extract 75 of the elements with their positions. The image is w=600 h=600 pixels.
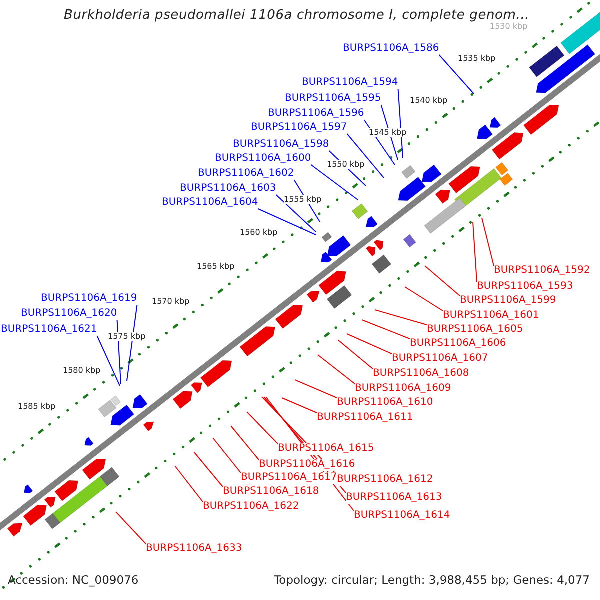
scale-label: 1585 kbp <box>18 402 56 411</box>
gene-label: BURPS1106A_1602 <box>198 168 294 180</box>
leader-line <box>482 218 494 266</box>
gene-label: BURPS1106A_1611 <box>317 412 414 424</box>
gene-label: BURPS1106A_1597 <box>251 122 348 134</box>
scale-label: 1530 kbp <box>490 22 528 31</box>
scale-label: 1565 kbp <box>197 262 235 271</box>
gene-label: BURPS1106A_1606 <box>410 338 506 350</box>
leader-line <box>116 320 122 384</box>
leader-line <box>116 512 146 544</box>
leader-line <box>318 354 356 384</box>
leader-line <box>246 412 278 444</box>
leader-line <box>346 334 392 354</box>
gene-label: BURPS1106A_1619 <box>41 293 138 305</box>
gene-label: BURPS1106A_1633 <box>146 543 242 555</box>
leader-line <box>212 438 242 474</box>
scale-label: 1545 kbp <box>369 128 407 137</box>
scale-label: 1550 kbp <box>327 160 365 169</box>
leader-line <box>230 426 260 460</box>
gene-label: BURPS1106A_1603 <box>180 183 276 195</box>
leader-line <box>472 222 478 282</box>
gene-label: BURPS1106A_1610 <box>337 397 434 409</box>
gene-label: BURPS1106A_1586 <box>343 43 440 55</box>
leader-line <box>310 164 358 200</box>
leader-line <box>258 208 316 236</box>
gene-label: BURPS1106A_1598 <box>233 139 330 151</box>
gene-label: BURPS1106A_1593 <box>477 281 574 293</box>
gene-label: BURPS1106A_1607 <box>392 353 488 365</box>
gene-label: BURPS1106A_1596 <box>268 108 364 120</box>
gene-label: BURPS1106A_1605 <box>427 324 524 336</box>
footer-text: Accession: NC_009076 <box>8 574 139 586</box>
leader-line <box>126 304 138 382</box>
leader-line <box>294 380 338 398</box>
scale-label: 1540 kbp <box>410 96 448 105</box>
scale-label: 1570 kbp <box>152 297 190 306</box>
gene-label: BURPS1106A_1613 <box>346 492 442 504</box>
scale-label: 1555 kbp <box>284 195 322 204</box>
footer-text: Topology: circular; Length: 3,988,455 bp; Genes: 4,077 <box>274 574 590 586</box>
gene-label: BURPS1106A_1615 <box>278 443 374 455</box>
gene-label: BURPS1106A_1620 <box>21 308 118 320</box>
gene-label: BURPS1106A_1600 <box>215 153 312 165</box>
leader-line <box>380 104 398 160</box>
gene-label: BURPS1106A_1621 <box>1 324 98 336</box>
gene-label: BURPS1106A_1604 <box>162 197 258 209</box>
scale-label: 1560 kbp <box>240 228 278 237</box>
gene-label: BURPS1106A_1608 <box>373 368 470 380</box>
leader-line <box>96 336 120 386</box>
gene-label: BURPS1106A_1612 <box>337 474 434 486</box>
leader-line <box>174 466 204 502</box>
leader-line <box>374 310 428 326</box>
scale-label: 1575 kbp <box>108 332 146 341</box>
gene-label: BURPS1106A_1601 <box>443 310 540 322</box>
leader-line <box>276 194 316 232</box>
leader-line <box>362 320 410 340</box>
scale-label: 1580 kbp <box>63 366 101 375</box>
gene-label: BURPS1106A_1622 <box>203 501 300 513</box>
gene-label: BURPS1106A_1594 <box>302 77 398 89</box>
gene-label: BURPS1106A_1616 <box>259 459 356 471</box>
gene-label: BURPS1106A_1617 <box>241 472 338 484</box>
gene-label: BURPS1106A_1614 <box>354 510 450 522</box>
leader-line <box>404 286 444 312</box>
leader-line <box>282 398 318 414</box>
gene-label: BURPS1106A_1609 <box>355 383 452 395</box>
map-title: Burkholderia pseudomallei 1106a chromosome I, complete genom... <box>64 10 530 22</box>
leader-line <box>424 266 460 296</box>
gene-label: BURPS1106A_1618 <box>223 486 320 498</box>
leader-line <box>438 54 474 94</box>
leader-line <box>338 340 374 370</box>
gene-label: BURPS1106A_1592 <box>494 265 590 277</box>
gene-label: BURPS1106A_1595 <box>285 93 382 105</box>
scale-label: 1535 kbp <box>458 54 496 63</box>
leader-line <box>398 88 404 158</box>
leader-line <box>194 452 224 488</box>
leader-line <box>346 134 384 178</box>
gene-label: BURPS1106A_1599 <box>460 295 556 307</box>
